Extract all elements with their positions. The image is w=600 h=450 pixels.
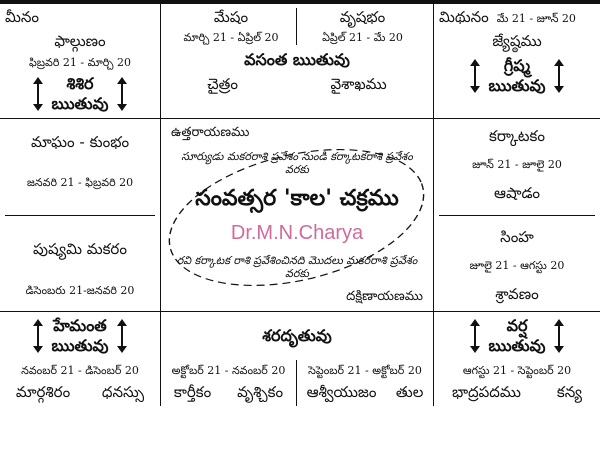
season-varsha: వర్ష ఋతువు [470, 316, 564, 356]
cell-mithuna-jyeshta: మిథునం మే 21 - జూన్ 20 జ్యేష్ఠము గ్రీష్మ… [433, 4, 600, 120]
season-hemanta-2: ఋతువు [51, 336, 109, 356]
cell-kartika: అక్టోబర్ 21 - నవంబర్ 20 కార్తీకం వృశ్చిక… [160, 360, 296, 406]
cell-kumbha-makara: మాఘం - కుంభం జనవరి 21 - ఫిబ్రవరి 20 పుష్… [0, 119, 160, 311]
mesha-dates: మార్చి 21 - ఏప్రిల్ 20 [183, 30, 279, 44]
h-left-mid [5, 214, 155, 216]
phalguna-dates: ఫిబ్రవరి 21 - మార్చి 20 [28, 55, 132, 69]
cell-vrishabha: వృషభం ఏప్రిల్ 21 - మే 20 [297, 8, 428, 45]
sign-tula: తుల [395, 383, 424, 401]
bhadrapada-dates: ఆగస్టు 21 - సెప్టెంబర్ 20 [462, 364, 572, 378]
page-title: సంవత్సర 'కాల' చక్రము [195, 186, 399, 211]
cell-bhadrapada: ఆగస్టు 21 - సెప్టెంబర్ 20 భాద్రపదము కన్య [433, 360, 600, 406]
season-varsha-1: వర్ష [506, 316, 528, 336]
month-aswayuja: ఆశ్వీయుజం [306, 383, 377, 401]
month-vaisakha: వైశాఖము [330, 74, 387, 93]
double-arrow-icon [33, 319, 44, 354]
cell-karkataka-simha: కర్కాటకం జూన్ 21 - జూలై 20 ఆషాడం సింహ జూ… [433, 119, 600, 312]
simha-dates: జూలై 21 - ఆగస్టు 20 [469, 258, 565, 272]
row-seasons-lower: హేమంత ఋతువు శరదృతువు వర్ష ఋతువు [0, 311, 600, 361]
sign-kanya: కన్య [556, 383, 582, 401]
sign-mithuna: మిథునం [439, 8, 489, 26]
mithuna-header: మిథునం మే 21 - జూన్ 20 [439, 8, 595, 27]
season-grishma: గ్రీష్మ ఋతువు [470, 55, 564, 96]
season-hemanta-1: హేమంత [53, 316, 107, 336]
sign-simha: సింహ [500, 227, 534, 246]
karkataka-dates: జూన్ 21 - జూలై 20 [472, 157, 562, 171]
pushya-dates: డిసెంబరు 21-జనవరి 20 [25, 283, 135, 297]
sign-meena: మీనం [5, 8, 40, 26]
month-bhadrapada: భాద్రపదము [451, 383, 521, 401]
month-sravana: శ్రావణం [495, 284, 539, 303]
author-watermark: Dr.M.N.Charya [230, 221, 364, 244]
sign-vrishabha: వృషభం [339, 8, 386, 26]
double-arrow-icon [116, 77, 127, 112]
cell-vasanta: మేషం మార్చి 21 - ఏప్రిల్ 20 వృషభం ఏప్రిల… [160, 4, 433, 120]
magha-dates: జనవరి 21 - ఫిబ్రవరి 20 [26, 176, 134, 190]
double-arrow-icon [470, 319, 481, 354]
season-sisira: శిశిర ఋతువు [33, 74, 127, 114]
row-top: మీనం ఫాల్గుణం ఫిబ్రవరి 21 - మార్చి 20 శి… [0, 4, 600, 120]
month-chaitra: చైత్రం [207, 74, 238, 93]
season-sarad: శరదృతువు [262, 326, 332, 346]
row-middle: మాఘం - కుంభం జనవరి 21 - ఫిబ్రవరి 20 పుష్… [0, 119, 600, 312]
sign-dhanus: ధనస్సు [101, 383, 145, 401]
double-arrow-icon [33, 77, 44, 112]
cell-sarad: శరదృతువు [160, 312, 433, 361]
month-kartika: కార్తీకం [173, 383, 212, 401]
kartika-names: కార్తీకం వృశ్చికం [166, 383, 291, 402]
vasanta-months: చైత్రం వైశాఖము [166, 75, 428, 94]
cell-cycle: ఉత్తరాయణము సూర్యుడు మకరరాశి ప్రవేశం నుండ… [160, 119, 433, 312]
season-grishma-1: గ్రీష్మ [503, 55, 531, 75]
sign-kumbha: మాఘం - కుంభం [30, 133, 130, 152]
sign-vrischika: వృశ్చికం [237, 383, 284, 401]
month-phalguna: ఫాల్గుణం [54, 31, 106, 50]
aswayuja-dates: సెప్టెంబర్ 21 - అక్టోబర్ 20 [308, 364, 422, 378]
season-sisira-1: శిశిర [66, 74, 94, 94]
vrishabha-dates: ఏప్రిల్ 21 - మే 20 [322, 30, 403, 44]
double-arrow-icon [553, 58, 564, 93]
row-bottom: నవంబర్ 21 - డిసెంబర్ 20 మార్గశిరం ధనస్సు… [0, 360, 600, 406]
cell-margasira: నవంబర్ 21 - డిసెంబర్ 20 మార్గశిరం ధనస్సు [0, 360, 160, 406]
dakshinayana-label: దక్షిణాయణము [346, 289, 423, 304]
double-arrow-icon [553, 319, 564, 354]
h-right-mid [439, 214, 595, 216]
cycle-ellipse [168, 149, 425, 287]
cell-aswayuja: సెప్టెంబర్ 21 - అక్టోబర్ 20 ఆశ్వీయుజం తు… [296, 360, 433, 406]
sign-makara: పుష్యమి మకరం [33, 240, 127, 259]
season-grishma-2: ఋతువు [488, 75, 546, 95]
sign-mesha: మేషం [213, 8, 249, 26]
margasira-names: మార్గశిరం ధనస్సు [5, 383, 155, 402]
cell-varsha: వర్ష ఋతువు [433, 312, 600, 361]
month-margasira: మార్గశిరం [15, 383, 71, 401]
season-vasanta: వసంత ఋతువు [244, 49, 350, 69]
cell-hemanta: హేమంత ఋతువు [0, 312, 160, 360]
season-varsha-2: ఋతువు [488, 336, 546, 356]
double-arrow-icon [116, 319, 127, 354]
lower-cycle-text: రవి కర్కాటక రాశి ప్రవేశించినది మొదలు మకర… [176, 253, 418, 281]
kartika-dates: అక్టోబర్ 21 - నవంబర్ 20 [171, 364, 286, 378]
bhadrapada-names: భాద్రపదము కన్య [439, 383, 595, 402]
month-jyeshta: జ్యేష్ఠము [492, 31, 542, 50]
cell-mesha: మేషం మార్చి 21 - ఏప్రిల్ 20 [166, 8, 297, 45]
upper-cycle-text: సూర్యుడు మకరరాశి ప్రవేశం నుండి కర్కాటకరా… [181, 149, 413, 177]
season-hemanta: హేమంత ఋతువు [33, 316, 127, 356]
month-ashada: ఆషాడం [494, 183, 540, 202]
uttarayana-label: ఉత్తరాయణము [171, 125, 250, 141]
double-arrow-icon [470, 58, 481, 93]
season-sisira-2: ఋతువు [51, 94, 109, 114]
cell-meena-phalguna: మీనం ఫాల్గుణం ఫిబ్రవరి 21 - మార్చి 20 శి… [0, 4, 160, 120]
mesha-vrishabha-headers: మేషం మార్చి 21 - ఏప్రిల్ 20 వృషభం ఏప్రిల… [166, 8, 428, 45]
mithuna-dates: మే 21 - జూన్ 20 [496, 12, 576, 25]
margasira-dates: నవంబర్ 21 - డిసెంబర్ 20 [21, 364, 139, 378]
aswayuja-names: ఆశ్వీయుజం తుల [302, 383, 428, 402]
sign-karkataka: కర్కాటకం [489, 126, 545, 145]
